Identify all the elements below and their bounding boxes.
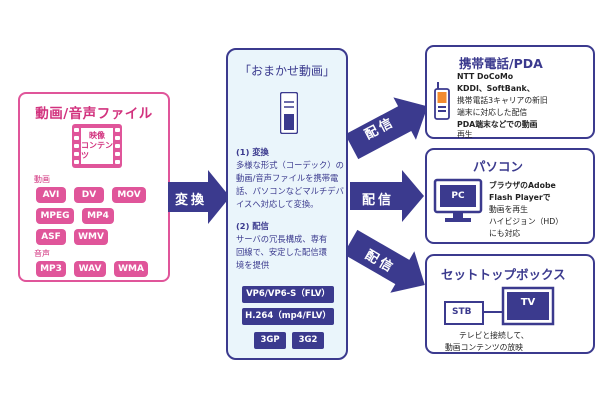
- mobile-line6: 再生: [457, 130, 473, 139]
- mobile-line4: 端末に対応した配信: [457, 108, 528, 117]
- video-section-label: 動画: [34, 175, 50, 184]
- stb-line1: テレビと接続して、: [459, 331, 529, 340]
- step1-text-line4: イスへ対応して変換。: [236, 199, 319, 209]
- format-pill-wmv: WMV: [74, 229, 108, 245]
- step2-text-line1: サーバの冗長構成、専有: [236, 234, 328, 244]
- format-vp6: VP6/VP6-S（FLV）: [242, 286, 334, 303]
- stb-panel: セットトップボックス STB TV テレビと接続して、 動画コンテンツの放映: [425, 254, 595, 354]
- deliver-arrow-mobile: [345, 97, 428, 160]
- pc-title: パソコン: [473, 159, 524, 174]
- mobile-line5: PDA端末などでの動画: [457, 120, 538, 129]
- mobile-panel: 携帯電話/PDA NTT DoCoMo KDDI、SoftBank、 携帯電話3…: [425, 45, 595, 139]
- pc-screen-label: PC: [451, 191, 465, 201]
- deliver-arrow-pc: [350, 170, 424, 222]
- format-pill-wma: WMA: [114, 261, 148, 277]
- deliver-label-pc: 配信: [362, 193, 395, 208]
- mobile-phone-icon: [434, 82, 450, 120]
- tv-label: TV: [520, 297, 536, 308]
- format-pill-mpeg: MPEG: [36, 208, 74, 224]
- stb-label: STB: [452, 307, 472, 317]
- convert-arrow: [168, 170, 230, 224]
- format-pill-dv: DV: [74, 187, 104, 203]
- source-files-title: 動画/音声ファイル: [35, 106, 153, 122]
- format-pill-avi: AVI: [36, 187, 66, 203]
- step2-heading: (2) 配信: [236, 221, 269, 231]
- film-label: 映像 コンテンツ: [81, 128, 113, 164]
- stb-tv-icon: [444, 286, 555, 326]
- film-label-line1: 映像: [89, 131, 105, 140]
- step1-text-line2: 動画/音声ファイルを携帯電: [236, 173, 339, 183]
- format-pill-asf: ASF: [36, 229, 66, 245]
- format-3gp: 3GP: [254, 332, 286, 349]
- mobile-title: 携帯電話/PDA: [459, 56, 543, 71]
- pc-line5: にも対応: [489, 229, 521, 238]
- source-files-panel: 動画/音声ファイル 映像 コンテンツ 動画 AVI DV MOV MPEG MP…: [18, 92, 170, 282]
- pc-line1: ブラウザのAdobe: [489, 181, 556, 190]
- deliver-arrow-stb: [343, 229, 425, 293]
- format-pill-mp4: MP4: [82, 208, 114, 224]
- step1-heading: (1) 変換: [236, 147, 269, 157]
- service-panel: 「おまかせ動画」 (1) 変換 多様な形式（コーデック）の 動画/音声ファイルを…: [226, 48, 348, 360]
- step2-text-line2: 回線で、安定した配信環: [236, 247, 327, 257]
- step1-text-line3: 話、パソコンなどマルチデバ: [236, 186, 344, 196]
- mobile-line1: NTT DoCoMo: [457, 72, 514, 81]
- audio-section-label: 音声: [34, 249, 50, 258]
- mobile-line2: KDDI、SoftBank、: [457, 84, 535, 93]
- service-title: 「おまかせ動画」: [238, 64, 335, 78]
- step2-text-line3: 境を提供: [236, 260, 270, 270]
- format-h264: H.264（mp4/FLV）: [242, 308, 334, 325]
- pc-line3: 動画を再生: [489, 205, 528, 214]
- format-pill-mp3: MP3: [36, 261, 66, 277]
- format-3g2: 3G2: [292, 332, 324, 349]
- mobile-line3: 携帯電話3キャリアの新旧: [457, 96, 548, 105]
- stb-title: セットトップボックス: [441, 267, 566, 282]
- film-strip-icon: 映像 コンテンツ: [72, 124, 122, 168]
- pc-monitor-icon: [433, 178, 483, 222]
- step1-text-line1: 多様な形式（コーデック）の: [236, 160, 344, 170]
- pc-line2: Flash Playerで: [489, 193, 551, 202]
- format-pill-wav: WAV: [74, 261, 106, 277]
- stb-line2: 動画コンテンツの放映: [445, 343, 523, 352]
- pc-panel: パソコン PC ブラウザのAdobe Flash Playerで 動画を再生 ハ…: [425, 148, 595, 244]
- convert-arrow-label: 変換: [175, 193, 208, 208]
- pc-line4: ハイビジョン（HD）: [489, 217, 564, 226]
- format-pill-mov: MOV: [112, 187, 146, 203]
- server-icon: [280, 92, 298, 134]
- film-label-line2: コンテンツ: [81, 141, 113, 160]
